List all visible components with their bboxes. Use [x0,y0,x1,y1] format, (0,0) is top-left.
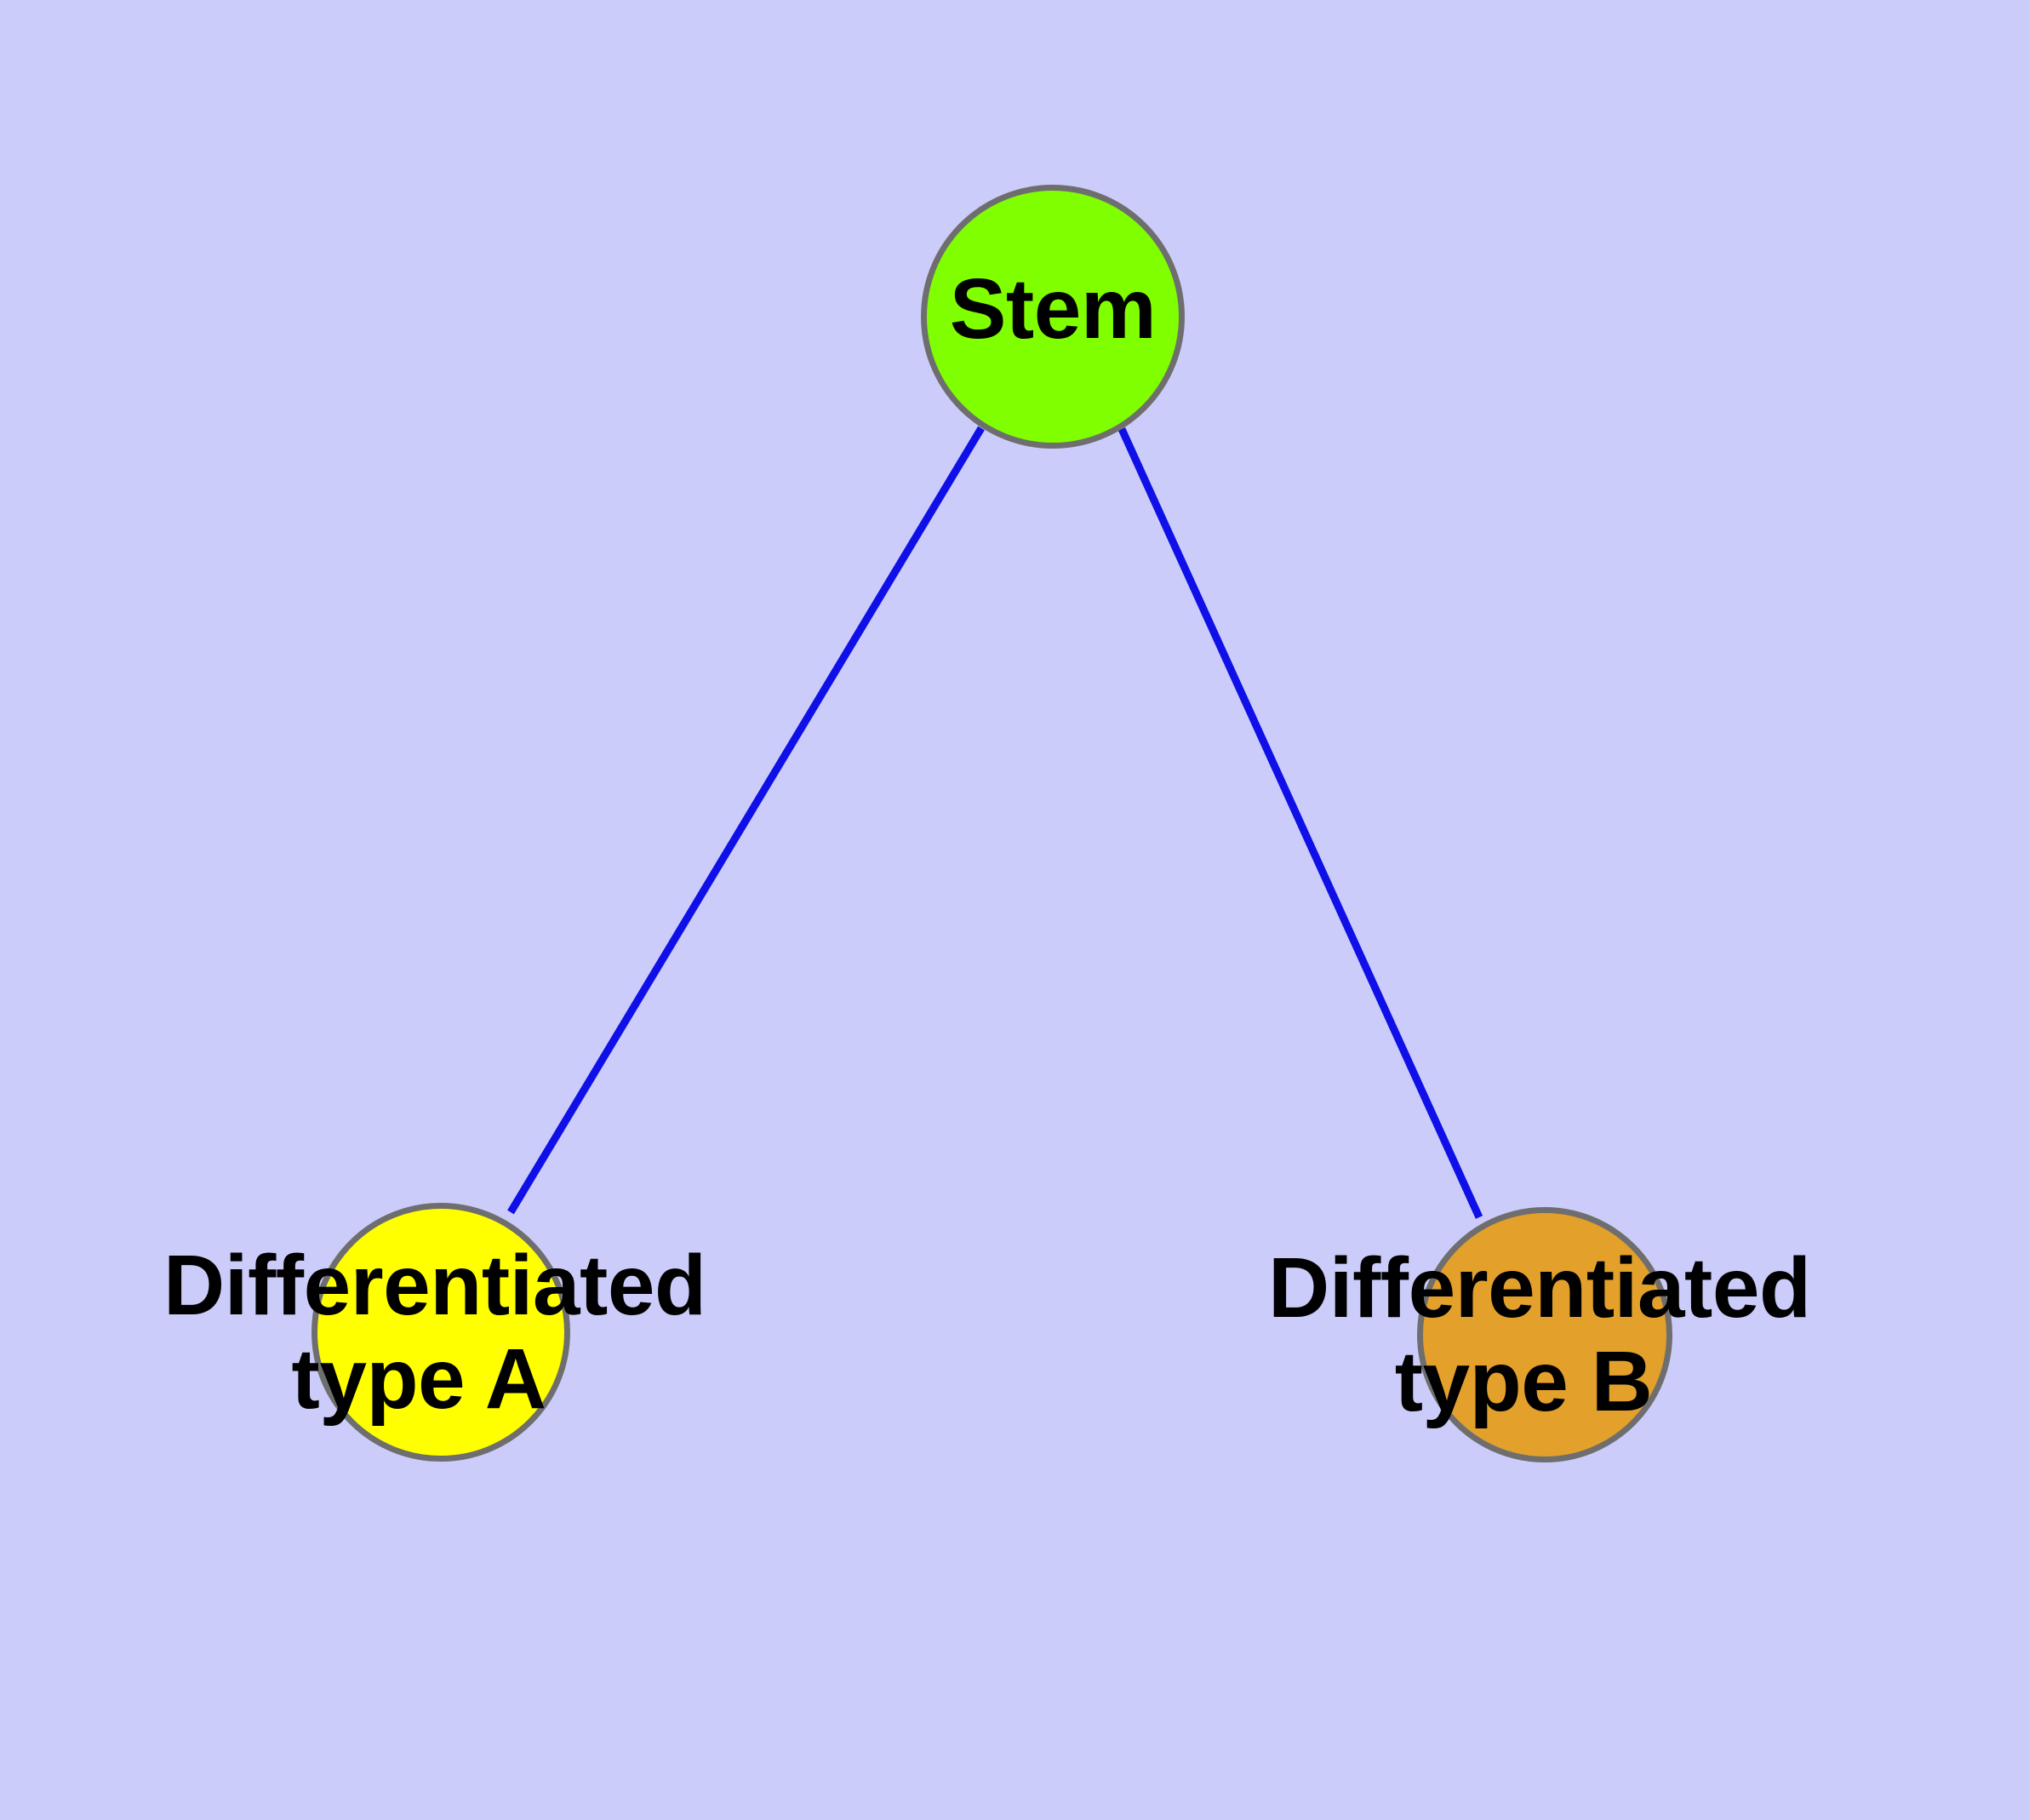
node-differentiated-type-a[interactable] [311,1203,570,1462]
node-stem[interactable] [921,185,1185,449]
node-differentiated-type-b[interactable] [1417,1207,1672,1462]
edge-stem-to-diff-b [1117,427,1483,1219]
edge-stem-to-diff-a [507,426,985,1215]
